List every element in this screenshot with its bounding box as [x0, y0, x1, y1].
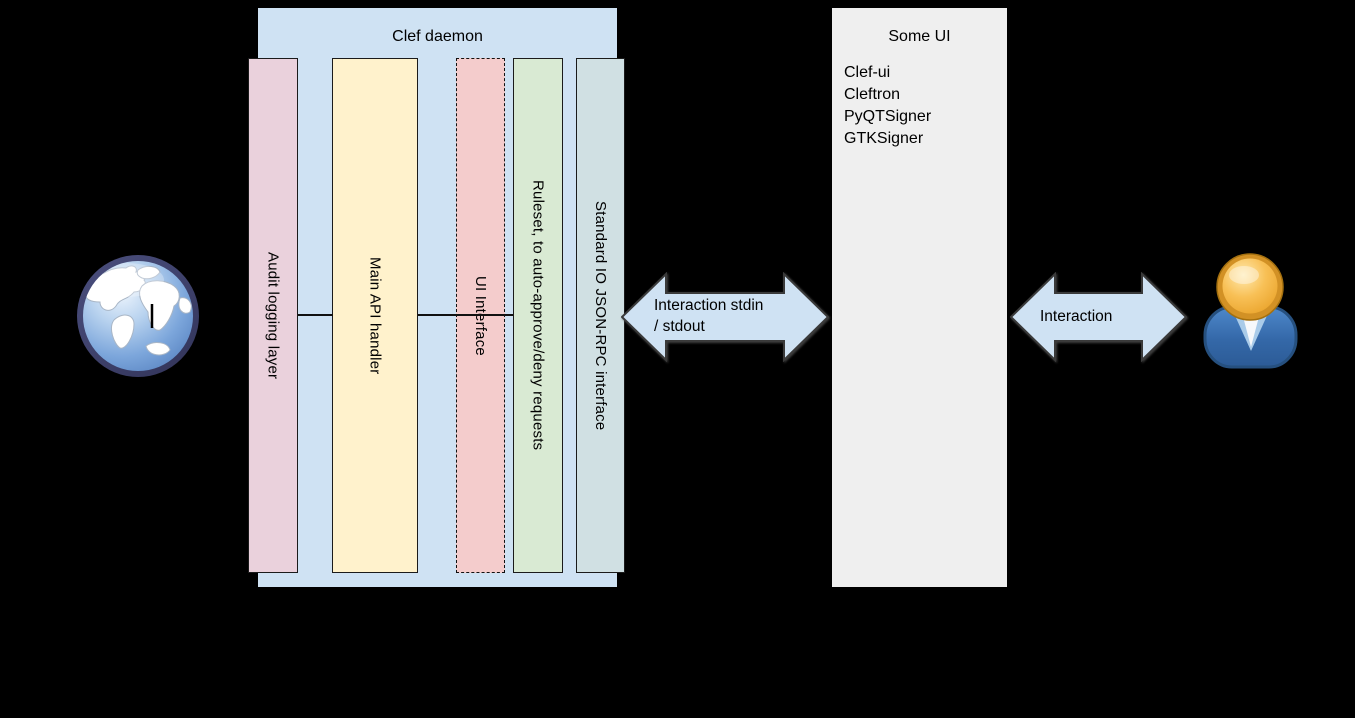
layer-ui-interface-label: UI Interface: [472, 275, 489, 356]
arrow-stdio-label: Interaction stdin / stdout: [654, 295, 763, 337]
arrow-stdio-label-line2: / stdout: [654, 318, 705, 335]
layer-ruleset-bar: Ruleset, to auto-approve/deny requests: [513, 58, 563, 573]
double-arrow-icon: [1010, 272, 1187, 362]
some-ui-item: PyQTSigner: [844, 108, 932, 125]
layer-ruleset-label: Ruleset, to auto-approve/deny requests: [529, 180, 547, 451]
arrow-clef-to-someui: Interaction stdin / stdout: [621, 272, 829, 362]
arrow-someui-to-user: Interaction: [1010, 272, 1187, 362]
some-ui-item: Clef-ui: [844, 64, 891, 81]
double-arrow-icon: [621, 272, 829, 362]
layer-audit-logging-label: Audit logging layer: [264, 251, 282, 380]
some-ui-item: Cleftron: [844, 86, 901, 103]
some-ui-item: GTKSigner: [844, 130, 924, 147]
some-ui-container: Some UI: [832, 8, 1007, 587]
layer-main-api-label: Main API handler: [366, 256, 384, 375]
layer-ui-interface-bar: UI Interface: [456, 58, 505, 573]
some-ui-list: Clef-ui Cleftron PyQTSigner GTKSigner: [844, 62, 1004, 150]
clef-daemon-title: Clef daemon: [392, 28, 483, 45]
arrow-user-label-line1: Interaction: [1040, 308, 1113, 325]
clef-daemon-container: Clef daemon: [258, 8, 617, 587]
connector-line-audit-mainapi: [298, 314, 333, 316]
arrow-user-label: Interaction: [1040, 306, 1112, 327]
globe-icon: [77, 255, 199, 377]
user-icon: [1203, 253, 1298, 369]
some-ui-title: Some UI: [888, 28, 951, 45]
layer-stdio-jsonrpc-label: Standard IO JSON-RPC interface: [592, 200, 609, 431]
layer-main-api-bar: Main API handler: [332, 58, 418, 573]
layer-audit-logging-bar: Audit logging layer: [248, 58, 298, 573]
arrow-stdio-label-line1: Interaction stdin: [654, 297, 764, 314]
layer-stdio-jsonrpc-bar: Standard IO JSON-RPC interface: [576, 58, 625, 573]
connector-line-mainapi-ruleset: [418, 314, 513, 316]
